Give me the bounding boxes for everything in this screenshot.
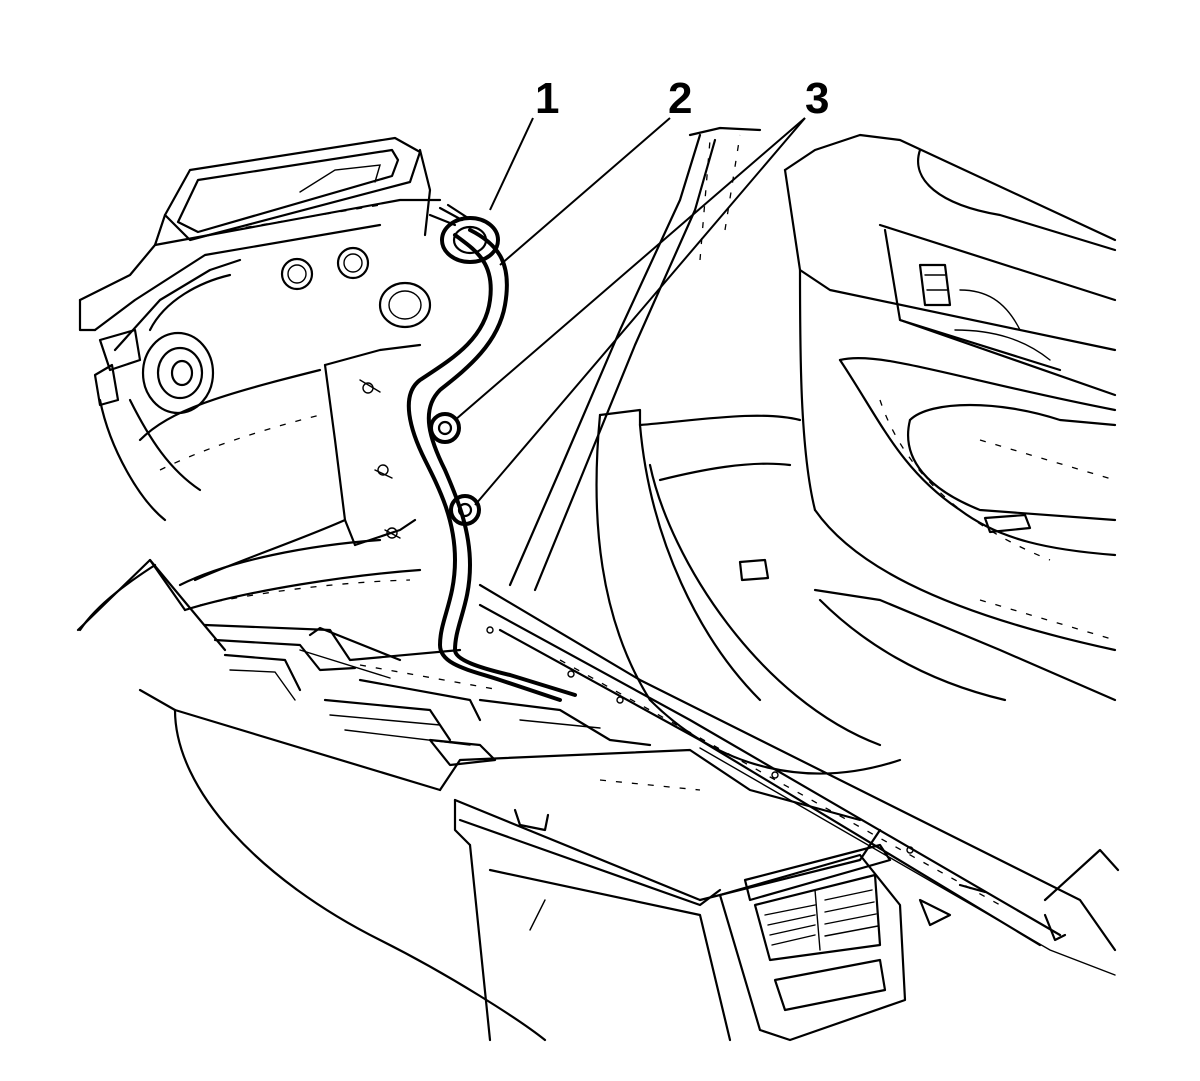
rear-package-shelf	[78, 136, 442, 407]
callout-label-3: 3	[805, 74, 829, 123]
harness-grommet	[428, 203, 500, 264]
rear-hvac-vent	[718, 843, 952, 1042]
console-rails	[203, 623, 652, 767]
floor-carpet	[76, 558, 422, 652]
rear-bulkhead	[98, 343, 422, 587]
leader-3a	[454, 117, 806, 421]
center-console	[78, 563, 882, 1042]
harness-clip-lower	[449, 494, 481, 526]
callout-leaders	[454, 117, 806, 506]
leader-3b	[474, 117, 806, 506]
callout-label-1: 1	[535, 74, 559, 123]
leader-1	[489, 117, 534, 211]
leader-2	[499, 117, 671, 266]
shelf-vent-holes	[280, 246, 432, 329]
rear-speaker	[141, 331, 215, 415]
door-sill	[478, 583, 1120, 976]
harness-clip-upper	[429, 412, 461, 444]
callout-label-2: 2	[668, 74, 692, 123]
rear-door-panel	[738, 133, 1117, 702]
wiring-harness	[406, 228, 577, 702]
